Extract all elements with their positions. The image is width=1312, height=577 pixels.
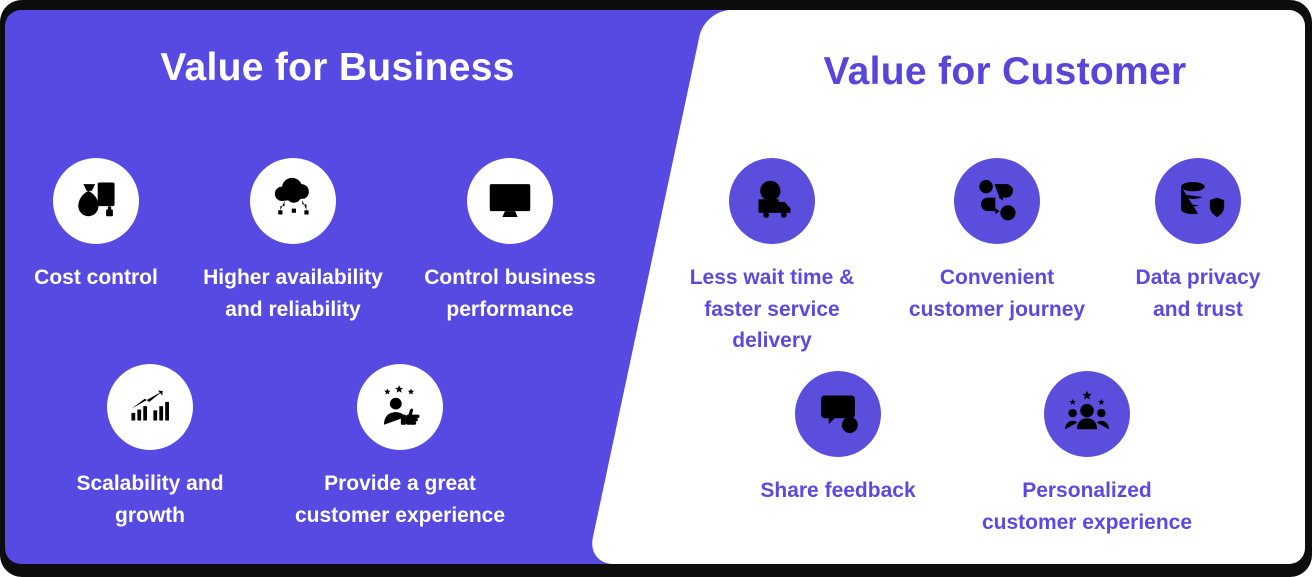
icon-circle — [107, 364, 193, 450]
database-shield-icon — [1171, 174, 1225, 228]
dashboard-monitor-icon — [483, 174, 537, 228]
item-label: Less wait time & faster service delivery — [689, 266, 855, 352]
icon-circle — [729, 158, 815, 244]
panel-title-business: Value for Business — [160, 46, 515, 89]
people-stars-icon — [1060, 387, 1114, 441]
thumbs-up-person-icon — [373, 380, 427, 434]
icon-circle — [53, 158, 139, 244]
icon-circle — [250, 158, 336, 244]
value-item-customer-1: Convenient customer journey — [892, 158, 1102, 325]
panel-title-customer: Value for Customer — [823, 50, 1187, 93]
value-item-business-2: Control business performance — [405, 158, 615, 325]
truck-clock-icon — [745, 174, 799, 228]
cloud-clock-icon — [266, 174, 320, 228]
item-label: Data privacy and trust — [1135, 266, 1261, 321]
item-label: Share feedback — [760, 479, 916, 502]
item-label: Control business performance — [424, 266, 596, 321]
icon-circle — [954, 158, 1040, 244]
growth-chart-icon — [123, 380, 177, 434]
value-item-business-0: Cost control — [0, 158, 196, 294]
value-item-customer-4: Personalized customer experience — [967, 371, 1207, 538]
icon-circle — [357, 364, 443, 450]
icon-circle — [1155, 158, 1241, 244]
item-label: Higher availability and reliability — [203, 266, 383, 321]
value-item-business-3: Scalability and growth — [60, 364, 240, 531]
item-label: Convenient customer journey — [908, 266, 1086, 321]
value-item-customer-0: Less wait time & faster service delivery — [677, 158, 867, 357]
value-item-business-4: Provide a great customer experience — [270, 364, 530, 531]
item-label: Provide a great customer experience — [294, 472, 506, 527]
icon-circle — [795, 371, 881, 457]
value-item-customer-2: Data privacy and trust — [1118, 158, 1278, 325]
item-label: Personalized customer experience — [981, 479, 1193, 534]
left-panel-bg — [5, 10, 1305, 564]
icon-circle — [1044, 371, 1130, 457]
value-item-customer-3: Share feedback — [728, 371, 948, 507]
item-label: Cost control — [34, 266, 158, 289]
money-calculator-icon — [69, 174, 123, 228]
item-label: Scalability and growth — [76, 472, 224, 527]
icon-circle — [467, 158, 553, 244]
feedback-bubble-icon — [811, 387, 865, 441]
value-item-business-1: Higher availability and reliability — [178, 158, 408, 325]
journey-path-icon — [970, 174, 1024, 228]
